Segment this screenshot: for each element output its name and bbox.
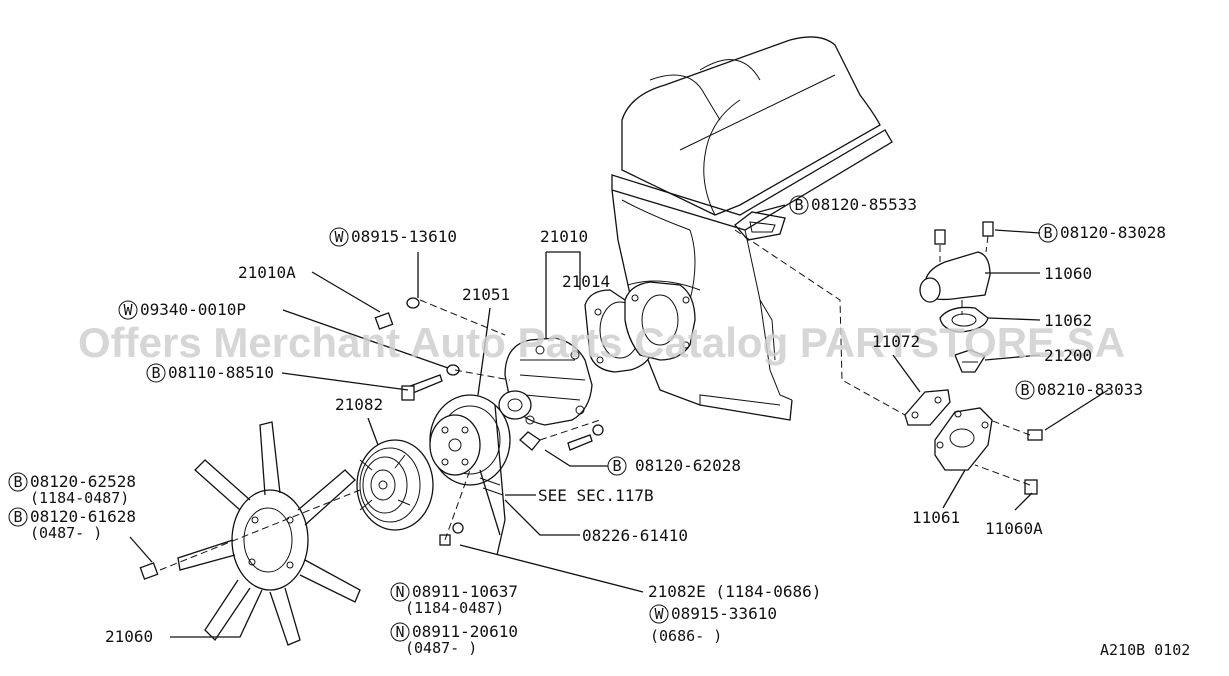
prefix-n-08911-20610: N (395, 623, 404, 641)
label-08210-83033: 08210-83033 (1037, 380, 1143, 399)
label-08120-83028: 08120-83028 (1060, 223, 1166, 242)
label-21082: 21082 (335, 395, 383, 414)
prefix-b-08120-83028: B (1043, 224, 1052, 242)
label-08911-10637: 08911-10637 (412, 582, 518, 601)
label-11060a: 11060A (985, 519, 1043, 538)
engine-block (611, 36, 893, 421)
housing-gasket (904, 389, 951, 426)
label-09340-0010p: 09340-0010P (140, 300, 246, 319)
prefix-w-08915-13610: W (334, 228, 344, 246)
prefix-b-08120-85533: B (794, 196, 803, 214)
water-pump (498, 337, 593, 426)
label-range-1184-0487-a: (1184-0487) (30, 489, 129, 507)
label-21010: 21010 (540, 227, 588, 246)
label-08110-88510: 08110-88510 (168, 363, 274, 382)
label-11061: 11061 (912, 508, 960, 527)
thermostat-gasket (939, 306, 989, 333)
label-08915-13610: 08915-13610 (351, 227, 457, 246)
diagram-code: A210B 0102 (1100, 641, 1190, 659)
prefix-markers (8, 195, 1058, 642)
prefix-n-08911-10637: N (395, 583, 404, 601)
prefix-b-08210-83033: B (1020, 381, 1029, 399)
label-08120-61628: 08120-61628 (30, 507, 136, 526)
label-08120-62028: 08120-62028 (635, 456, 741, 475)
pump-pulley (429, 394, 511, 486)
label-21010a: 21010A (238, 263, 296, 282)
water-outlet (919, 251, 991, 303)
label-08911-20610: 08911-20610 (412, 622, 518, 641)
leader-lines (129, 204, 1109, 638)
pump-housing-plate (624, 281, 696, 361)
fan-belt (479, 404, 506, 556)
thermostat (954, 349, 986, 373)
watermark-text: Offers Merchant Auto Parts Catalog PARTS… (78, 319, 1125, 366)
label-range-0487-a: (0487- ) (30, 524, 102, 542)
label-08226-61410: 08226-61410 (582, 526, 688, 545)
alignment-lines (159, 229, 1031, 571)
label-21051: 21051 (462, 285, 510, 304)
prefix-w-09340-0010p: W (123, 301, 133, 319)
label-11062: 11062 (1044, 311, 1092, 330)
label-see-sec-117b: SEE SEC.117B (538, 486, 654, 505)
label-08120-85533: 08120-85533 (811, 195, 917, 214)
label-11072: 11072 (872, 332, 920, 351)
label-range-1184-0487-b: (1184-0487) (405, 599, 504, 617)
prefix-b-08120-61628: B (13, 508, 22, 526)
label-08915-33610: 08915-33610 (671, 604, 777, 623)
fasteners (139, 221, 1043, 580)
prefix-b-08110-88510: B (151, 364, 160, 382)
label-21200: 21200 (1044, 346, 1092, 365)
label-21082e: 21082E (1184-0686) (648, 582, 821, 601)
thermostat-housing (934, 407, 993, 471)
label-21060: 21060 (105, 627, 153, 646)
prefix-b-08120-62528: B (13, 473, 22, 491)
cooling-fan (177, 421, 361, 646)
prefix-w-08915-33610: W (654, 605, 664, 623)
prefix-b-08120-62028: B (612, 457, 621, 475)
callout-labels: W 08915-13610 21010 21014 21010A 21051 W… (13, 195, 1190, 659)
label-range-0686: (0686- ) (650, 627, 722, 645)
label-range-0487-b: (0487- ) (405, 639, 477, 657)
label-11060: 11060 (1044, 264, 1092, 283)
fan-clutch (356, 439, 434, 531)
label-21014: 21014 (562, 272, 610, 291)
label-08120-62528: 08120-62528 (30, 472, 136, 491)
